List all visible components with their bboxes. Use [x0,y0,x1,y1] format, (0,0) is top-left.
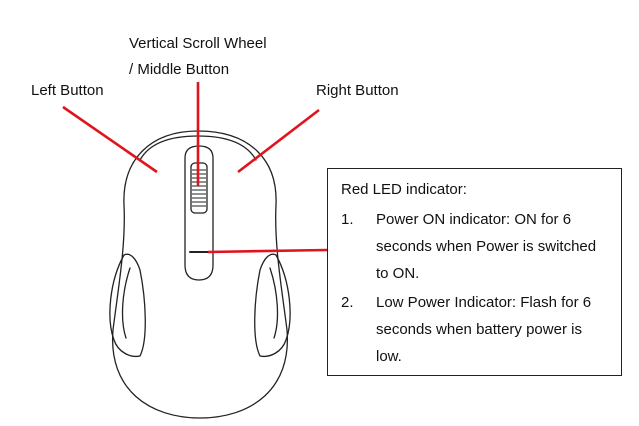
item-text-line: to ON. [376,265,420,282]
item-number: 1. [341,211,354,228]
center-channel-outline [184,145,214,281]
left-button-label: Left Button [31,82,104,99]
item-text-line: low. [376,348,402,365]
led-info-title: Red LED indicator: [341,181,467,198]
mouse-body-outline [112,130,288,419]
item-text-line: Power ON indicator: ON for 6 [376,211,572,228]
scroll-wheel-label-line2: / Middle Button [129,61,230,78]
right-button-pointer [237,108,320,174]
right-grip-outline [254,253,291,358]
led-pointer [207,248,328,254]
left-grip-outline [109,253,146,358]
item-number: 2. [341,294,354,311]
scroll-wheel-label-line1: Vertical Scroll Wheel [129,35,267,52]
left-button-pointer [62,105,158,174]
right-button-label: Right Button [316,82,399,99]
item-text-line: seconds when battery power is [376,321,582,338]
item-text-line: Low Power Indicator: Flash for 6 [376,294,592,311]
item-text-line: seconds when Power is switched [376,238,597,255]
led-info-box: Red LED indicator: 1. Power ON indicator… [327,168,622,376]
